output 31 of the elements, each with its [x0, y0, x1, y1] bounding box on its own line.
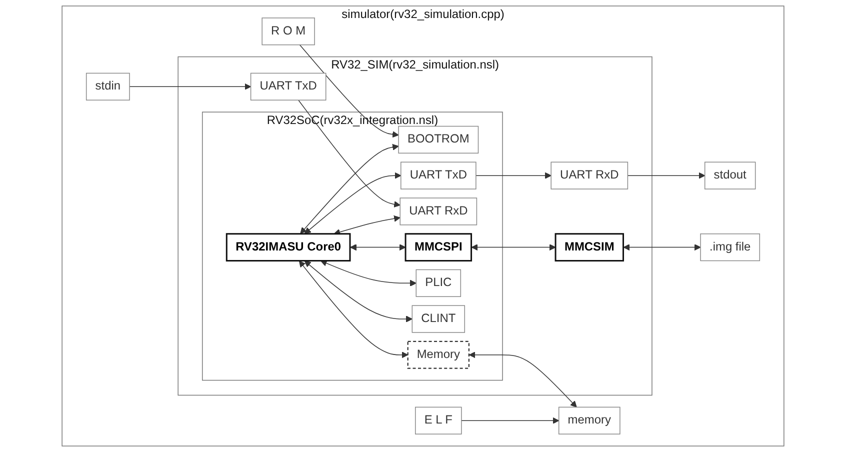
- node-box: UART TxD: [250, 72, 326, 100]
- arrow: [476, 172, 552, 179]
- node-box: MMCSIM: [554, 233, 624, 262]
- node-box: UART RxD: [400, 198, 478, 226]
- node-box: RV32IMASU Core0: [226, 233, 351, 262]
- node-box: R O M: [262, 18, 315, 46]
- node-box: UART RxD: [550, 162, 628, 190]
- node-box: stdout: [704, 162, 756, 190]
- node-box: MMCSPI: [404, 233, 472, 262]
- node-box: UART TxD: [400, 162, 476, 190]
- arrow: [300, 144, 399, 234]
- node-box: BOOTROM: [398, 126, 479, 154]
- arrow: [468, 352, 577, 408]
- arrow: [320, 260, 416, 286]
- arrow: [627, 172, 706, 179]
- node-box: PLIC: [416, 269, 462, 297]
- arrow: [461, 417, 560, 424]
- arrow: [304, 260, 412, 322]
- arrow: [350, 244, 406, 251]
- arrow: [304, 172, 402, 234]
- arrow: [623, 244, 701, 251]
- node-box: CLINT: [412, 305, 466, 333]
- node-box: memory: [558, 406, 620, 434]
- arrow: [471, 244, 556, 251]
- arrow: [334, 215, 400, 236]
- node-box: stdin: [86, 72, 130, 100]
- node-box: Memory: [407, 340, 470, 369]
- arrow: [298, 260, 408, 358]
- node-box: .img file: [700, 233, 760, 262]
- node-box: E L F: [415, 406, 462, 434]
- arrow: [129, 83, 252, 90]
